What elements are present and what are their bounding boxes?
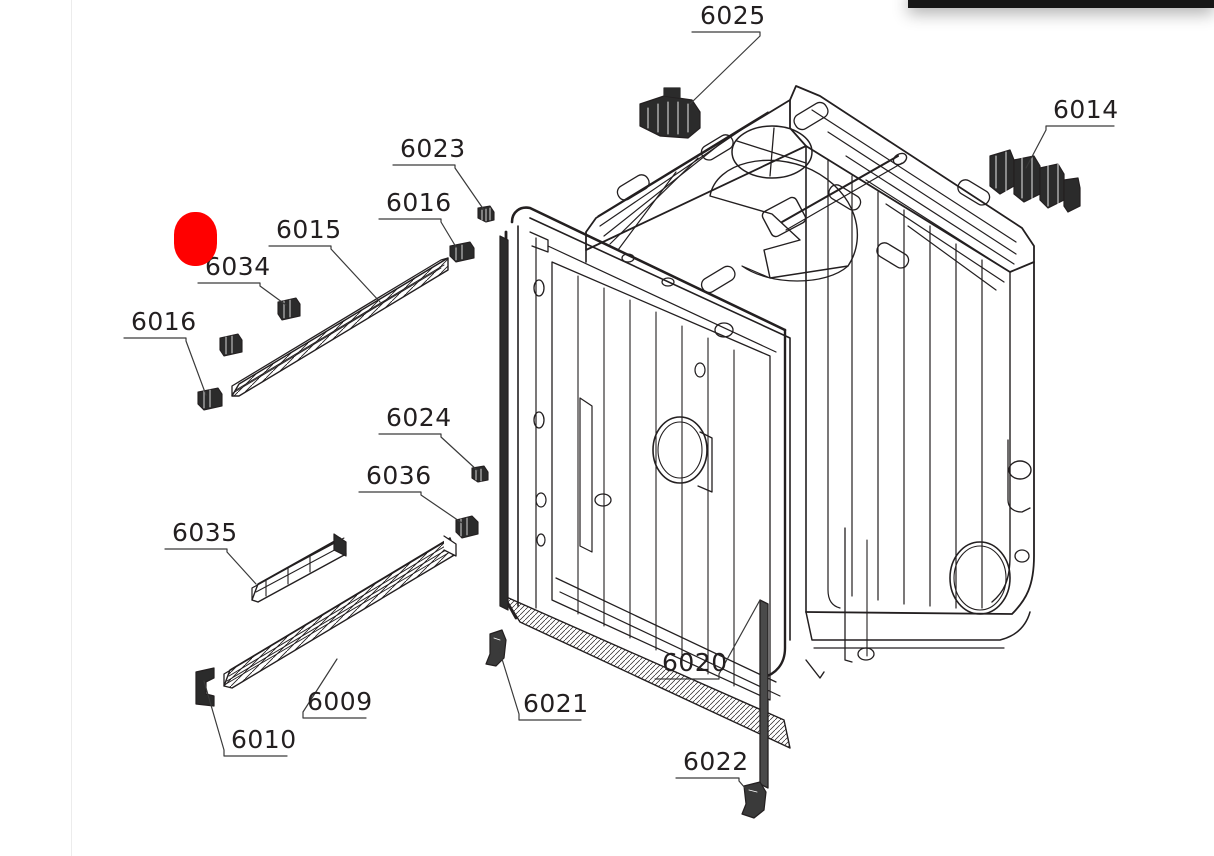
part-6024-screw — [471, 465, 489, 483]
tub-body — [585, 85, 1035, 679]
part-6020-frame-strip — [499, 235, 509, 611]
part-clip-unlabeled — [219, 333, 243, 357]
callout-leaders — [123, 31, 1115, 797]
part-6036-clip-nut — [455, 515, 479, 539]
part-6022-corner-bracket — [741, 781, 767, 819]
callout-label-6016-upper: 6016 — [386, 188, 452, 217]
part-6016-upper-clip — [449, 241, 475, 263]
part-6025-connector-block — [639, 87, 701, 139]
callout-label-6023: 6023 — [400, 134, 466, 163]
part-6010-end-cap — [195, 667, 215, 707]
callout-label-6010: 6010 — [231, 725, 297, 754]
callout-label-6025: 6025 — [700, 1, 766, 30]
part-6016-lower-clip — [197, 387, 223, 411]
part-6023-screw — [477, 205, 495, 223]
part-6035-short-rail — [251, 533, 347, 603]
callout-label-6009: 6009 — [307, 687, 373, 716]
callout-label-6015: 6015 — [276, 215, 342, 244]
callout-label-6016-lower: 6016 — [131, 307, 197, 336]
callout-label-6036: 6036 — [366, 461, 432, 490]
callout-label-6021: 6021 — [523, 689, 589, 718]
overlay-panel-edge[interactable] — [908, 0, 1214, 8]
part-6020-seal-strip — [759, 599, 769, 789]
callout-label-6024: 6024 — [386, 403, 452, 432]
tub-front-frame — [503, 206, 791, 749]
part-6009-lower-rail — [223, 535, 457, 689]
red-highlight-dot — [174, 212, 217, 266]
panel-divider — [71, 0, 72, 856]
callout-label-6034: 6034 — [205, 252, 271, 281]
callout-label-6020: 6020 — [662, 648, 728, 677]
callout-label-6022: 6022 — [683, 747, 749, 776]
callout-label-6035: 6035 — [172, 518, 238, 547]
part-6014-clip-assembly — [989, 149, 1081, 213]
callout-label-6014: 6014 — [1053, 95, 1119, 124]
callout-labels: 6025 6014 6023 6016 6015 6034 6016 6024 … — [131, 1, 1119, 776]
part-6015-upper-rail — [231, 257, 449, 397]
